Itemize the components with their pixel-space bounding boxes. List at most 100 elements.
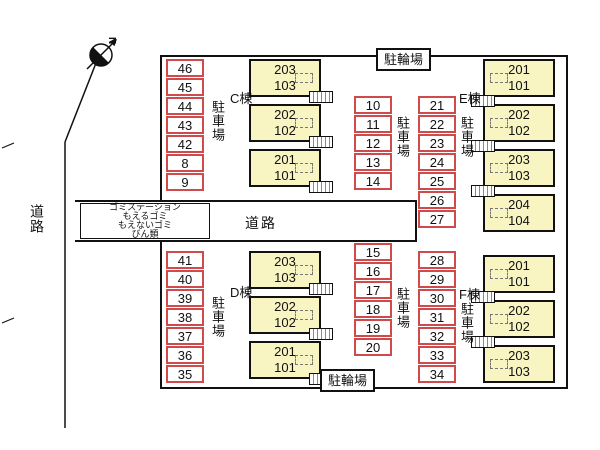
parking-stall: 41 [166, 251, 204, 269]
parking-lot-label: 駐車場 [459, 302, 474, 344]
room-number: 202 [508, 303, 530, 318]
room-number: 102 [508, 319, 530, 334]
stairway [309, 283, 333, 295]
parking-stall: 39 [166, 289, 204, 307]
building-e-unit: 204 104 [483, 194, 555, 232]
balcony [295, 73, 313, 83]
room-number: 101 [274, 168, 296, 183]
room-number: 204 [508, 197, 530, 212]
parking-stall: 35 [166, 365, 204, 383]
parking-stall: 12 [354, 134, 392, 152]
parking-stall: 14 [354, 172, 392, 190]
parking-stall: 16 [354, 262, 392, 280]
room-number: 102 [274, 315, 296, 330]
parking-column-left-bottom: 41 40 39 38 37 36 35 [166, 251, 204, 383]
room-number: 203 [274, 62, 296, 77]
parking-stall: 11 [354, 115, 392, 133]
parking-stall: 13 [354, 153, 392, 171]
parking-column-mid-left-top: 10 11 12 13 14 [354, 96, 392, 190]
balcony [490, 359, 508, 369]
parking-stall: 20 [354, 338, 392, 356]
room-number: 102 [508, 123, 530, 138]
parking-lot-label: 駐車場 [395, 287, 410, 329]
parking-stall: 10 [354, 96, 392, 114]
balcony [490, 163, 508, 173]
parking-stall: 21 [418, 96, 456, 114]
parking-stall: 17 [354, 281, 392, 299]
building-d-unit: 203 103 [249, 251, 321, 289]
north-label: N [106, 37, 117, 44]
parking-stall: 44 [166, 97, 204, 115]
parking-stall: 31 [418, 308, 456, 326]
balcony [295, 163, 313, 173]
parking-stall: 24 [418, 153, 456, 171]
room-number: 203 [508, 152, 530, 167]
balcony [295, 118, 313, 128]
stairway [309, 328, 333, 340]
room-number: 203 [508, 348, 530, 363]
bicycle-parking-bottom-label: 駐輪場 [320, 369, 376, 392]
parking-stall: 36 [166, 346, 204, 364]
room-number: 202 [274, 299, 296, 314]
garbage-line: ゴミステーション [109, 202, 181, 212]
stairway [471, 95, 495, 107]
parking-stall: 37 [166, 327, 204, 345]
parking-stall: 28 [418, 251, 456, 269]
parking-stall: 42 [166, 135, 204, 153]
stairway [471, 336, 495, 348]
balcony [295, 355, 313, 365]
parking-column-mid-right-bottom: 28 29 30 31 32 33 34 [418, 251, 456, 383]
parking-lot-label: 駐車場 [210, 296, 225, 338]
building-f-unit: 203 103 [483, 345, 555, 383]
balcony [295, 310, 313, 320]
parking-lot-label: 駐車場 [210, 100, 225, 142]
parking-stall: 9 [166, 173, 204, 191]
stairway [309, 91, 333, 103]
stairway [309, 136, 333, 148]
room-number: 103 [508, 168, 530, 183]
room-number: 202 [508, 107, 530, 122]
garbage-line: もえないゴミ [117, 220, 172, 230]
room-number: 201 [508, 258, 530, 273]
room-number: 104 [508, 213, 530, 228]
parking-stall: 8 [166, 154, 204, 172]
parking-stall: 33 [418, 346, 456, 364]
parking-stall: 29 [418, 270, 456, 288]
parking-stall: 32 [418, 327, 456, 345]
building-f-label: F棟 [459, 287, 480, 302]
balcony [490, 73, 508, 83]
building-f-unit: 201 101 [483, 255, 555, 293]
parking-lot-label: 駐車場 [459, 116, 474, 158]
parking-column-mid-left-bottom: 15 16 17 18 19 20 [354, 243, 392, 356]
stairway [471, 291, 495, 303]
balcony [490, 208, 508, 218]
parking-column-left-top: 46 45 44 43 42 8 9 [166, 59, 204, 191]
room-number: 201 [508, 62, 530, 77]
garbage-line: びん類 [131, 229, 159, 239]
parking-lot-label: 駐車場 [395, 116, 410, 158]
building-c-unit: 203 103 [249, 59, 321, 97]
room-number: 103 [508, 364, 530, 379]
building-d-unit: 201 101 [249, 341, 321, 379]
room-number: 101 [508, 274, 530, 289]
parking-column-mid-right-top: 21 22 23 24 25 26 27 [418, 96, 456, 228]
parking-stall: 22 [418, 115, 456, 133]
building-f-unit: 202 102 [483, 300, 555, 338]
parking-stall: 38 [166, 308, 204, 326]
room-number: 201 [274, 344, 296, 359]
building-c-label: C棟 [230, 91, 253, 106]
compass-icon: N [86, 37, 117, 70]
room-number: 201 [274, 152, 296, 167]
room-number: 203 [274, 254, 296, 269]
garbage-station: ゴミステーション もえるゴミ もえないゴミ びん類 [80, 203, 210, 239]
building-e-label: E棟 [459, 91, 481, 106]
stairway [471, 140, 495, 152]
room-number: 102 [274, 123, 296, 138]
room-number: 103 [274, 270, 296, 285]
room-number: 103 [274, 78, 296, 93]
parking-stall: 23 [418, 134, 456, 152]
stairway [471, 185, 495, 197]
room-number: 202 [274, 107, 296, 122]
parking-stall: 46 [166, 59, 204, 77]
